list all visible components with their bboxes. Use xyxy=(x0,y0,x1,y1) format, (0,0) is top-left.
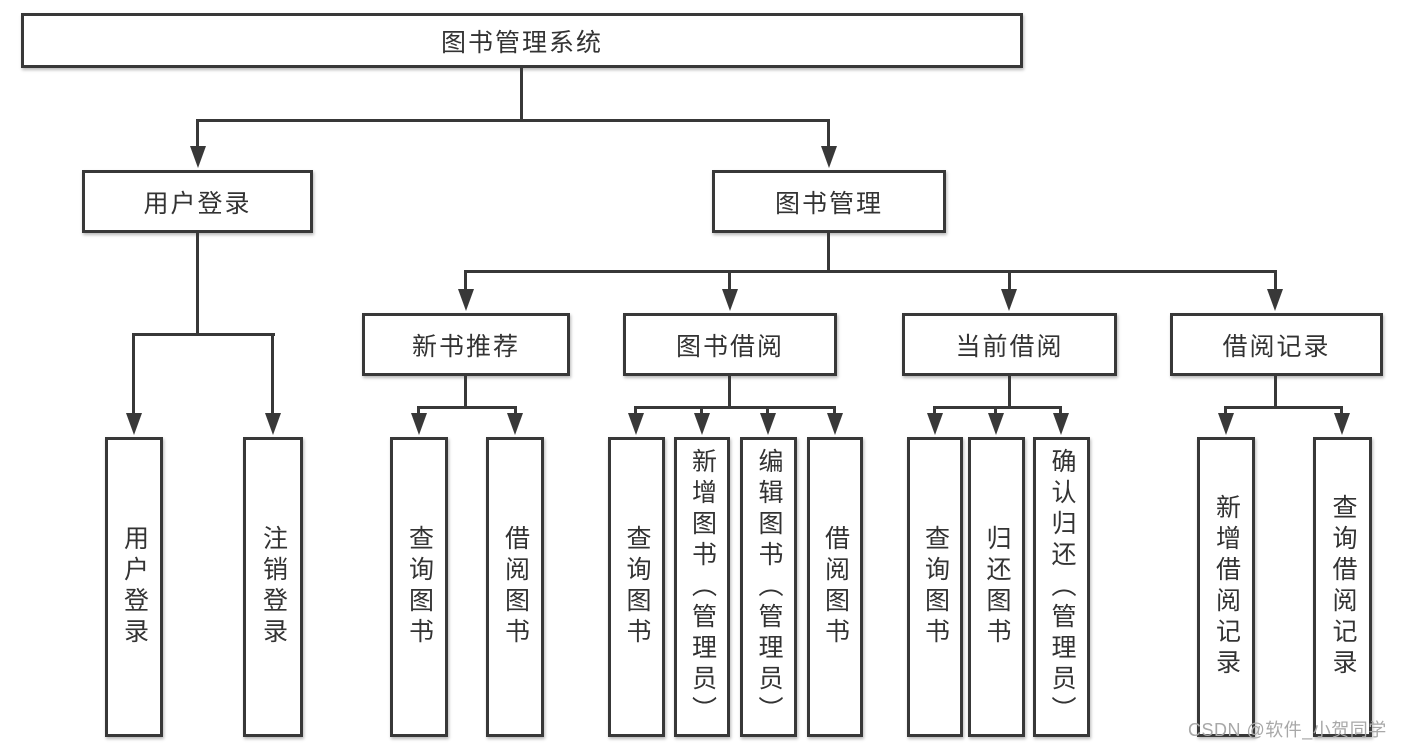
connector-hline xyxy=(1224,406,1343,409)
node-book-borrowing: 图书借阅 xyxy=(623,313,837,376)
connector-vline xyxy=(827,231,830,273)
arrowhead-down-icon xyxy=(411,413,427,435)
arrowhead-down-icon xyxy=(827,413,843,435)
connector-vline xyxy=(1008,270,1011,291)
node-library-system: 图书管理系统 xyxy=(21,13,1023,68)
connector-vline xyxy=(933,406,936,415)
connector-vline xyxy=(827,119,830,149)
node-borrowing-records: 借阅记录 xyxy=(1170,313,1383,376)
arrowhead-down-icon xyxy=(694,413,710,435)
connector-hline xyxy=(132,333,275,336)
leaf-borrow-books-recommend: 借阅图书 xyxy=(486,437,544,737)
arrowhead-down-icon xyxy=(821,146,837,168)
connector-hline xyxy=(417,406,517,409)
arrowhead-down-icon xyxy=(1053,413,1069,435)
connector-vline xyxy=(271,333,274,414)
connector-hline xyxy=(464,270,1277,273)
arrowhead-down-icon xyxy=(927,413,943,435)
connector-vline xyxy=(196,231,199,335)
connector-vline xyxy=(728,376,731,409)
leaf-add-borrow-record: 新增借阅记录 xyxy=(1197,437,1255,737)
connector-vline xyxy=(464,270,467,291)
connector-vline xyxy=(1008,376,1011,409)
connector-hline xyxy=(933,406,1062,409)
arrowhead-down-icon xyxy=(988,413,1004,435)
arrowhead-down-icon xyxy=(722,289,738,311)
arrowhead-down-icon xyxy=(760,413,776,435)
connector-vline xyxy=(1059,406,1062,415)
connector-vline xyxy=(417,406,420,415)
arrowhead-down-icon xyxy=(1001,289,1017,311)
connector-vline xyxy=(520,66,523,122)
arrowhead-down-icon xyxy=(265,413,281,435)
connector-vline xyxy=(464,376,467,409)
arrowhead-down-icon xyxy=(1334,413,1350,435)
connector-vline xyxy=(1340,406,1343,415)
connector-vline xyxy=(1274,270,1277,291)
connector-vline xyxy=(132,333,135,414)
leaf-add-book-admin: 新增图书（管理员） xyxy=(674,437,730,737)
leaf-confirm-return-admin: 确认归还（管理员） xyxy=(1033,437,1090,737)
arrowhead-down-icon xyxy=(1218,413,1234,435)
leaf-edit-book-admin: 编辑图书（管理员） xyxy=(740,437,797,737)
connector-vline xyxy=(833,406,836,415)
leaf-query-books-current: 查询图书 xyxy=(907,437,963,737)
leaf-user-login: 用户登录 xyxy=(105,437,163,737)
arrowhead-down-icon xyxy=(628,413,644,435)
connector-vline xyxy=(728,270,731,291)
connector-vline xyxy=(634,406,637,415)
leaf-query-borrow-record: 查询借阅记录 xyxy=(1313,437,1372,737)
connector-vline xyxy=(994,406,997,415)
leaf-logout: 注销登录 xyxy=(243,437,303,737)
connector-vline xyxy=(196,119,199,149)
node-book-management: 图书管理 xyxy=(712,170,946,233)
connector-vline xyxy=(1224,406,1227,415)
watermark-text: CSDN @软件_小贺同学 xyxy=(1188,720,1387,740)
connector-vline xyxy=(700,406,703,415)
arrowhead-down-icon xyxy=(190,146,206,168)
arrowhead-down-icon xyxy=(507,413,523,435)
leaf-borrow-books: 借阅图书 xyxy=(807,437,863,737)
leaf-return-books: 归还图书 xyxy=(968,437,1025,737)
arrowhead-down-icon xyxy=(126,413,142,435)
connector-vline xyxy=(1274,376,1277,409)
node-current-borrowing: 当前借阅 xyxy=(902,313,1117,376)
connector-vline xyxy=(514,406,517,415)
arrowhead-down-icon xyxy=(1267,289,1283,311)
connector-vline xyxy=(766,406,769,415)
leaf-query-books-borrowing: 查询图书 xyxy=(608,437,665,737)
connector-hline xyxy=(634,406,836,409)
leaf-query-books-recommend: 查询图书 xyxy=(390,437,448,737)
arrowhead-down-icon xyxy=(458,289,474,311)
node-new-book-recommendation: 新书推荐 xyxy=(362,313,570,376)
node-user-login: 用户登录 xyxy=(82,170,313,233)
connector-hline xyxy=(196,119,830,122)
